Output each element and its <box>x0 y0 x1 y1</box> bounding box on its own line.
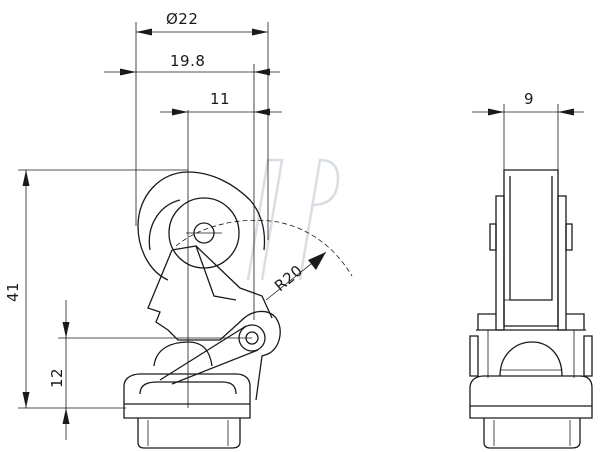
roller-wheel <box>137 171 266 281</box>
dim-label-19-8: 19.8 <box>170 52 205 70</box>
front-dome <box>499 341 563 377</box>
front-view <box>469 169 593 449</box>
dim-label-diameter: Ø22 <box>166 10 198 28</box>
dim-radius: R20 <box>265 251 327 301</box>
link-bar <box>159 325 259 385</box>
dim-41: 41 <box>4 169 188 409</box>
lever-arm <box>147 249 281 401</box>
dim-label-12: 12 <box>48 368 66 388</box>
plunger-dome <box>153 341 213 367</box>
front-base <box>469 375 593 449</box>
front-fork <box>469 313 593 377</box>
dim-label-41: 41 <box>4 282 22 302</box>
dim-label-11: 11 <box>210 90 230 108</box>
dim-19-8: 19.8 <box>104 52 280 320</box>
side-view <box>123 110 353 449</box>
dim-roller-width: 9 <box>472 90 584 170</box>
dim-12: 12 <box>48 300 252 440</box>
dim-label-roller-width: 9 <box>524 90 534 108</box>
watermark-logo <box>246 158 340 281</box>
dim-11: 11 <box>160 90 282 116</box>
dim-diameter: Ø22 <box>135 10 269 240</box>
swing-arc <box>175 219 353 277</box>
switch-base <box>123 373 251 449</box>
front-roller <box>503 169 559 327</box>
